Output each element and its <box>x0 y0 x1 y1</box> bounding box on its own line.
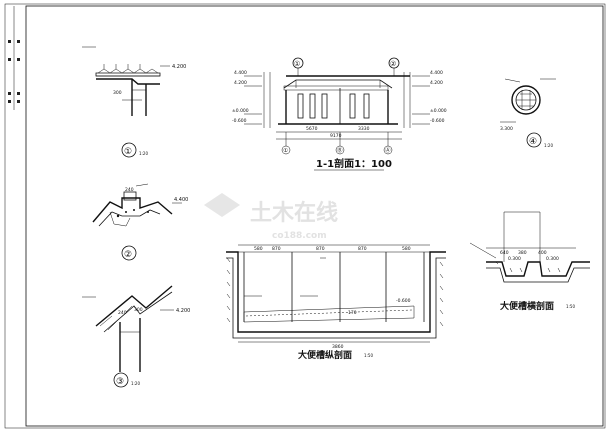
detail-2-drawing <box>92 183 182 227</box>
trans-dim-2: 380 <box>518 250 527 256</box>
transverse-scale: 1:50 <box>566 304 575 309</box>
long-dim-1: 580 <box>254 246 263 252</box>
s-left-base: -0.600 <box>232 118 247 124</box>
longitudinal-title: 大便槽纵剖面 <box>298 349 352 361</box>
long-dim-total: 3860 <box>332 344 344 350</box>
d4-elev: 3.300 <box>500 126 513 132</box>
axis-b: Ⓑ <box>337 146 343 154</box>
d4-callout-circle <box>526 132 542 148</box>
s-dim-bay2: 3330 <box>358 126 370 132</box>
long-elev-right: -0.600 <box>396 298 411 304</box>
section-1-1-title: 1-1剖面1：100 <box>316 157 392 170</box>
s-dim-bay1: 5670 <box>306 126 318 132</box>
axis-1-circle <box>281 145 291 155</box>
d2-callout-circle <box>121 245 137 261</box>
s-dim-total: 9170 <box>330 133 342 139</box>
s-right-mid: 4.200 <box>430 80 443 86</box>
outer-border <box>4 3 606 429</box>
long-dim-mid: 170 <box>348 310 357 316</box>
long-dim-4: 870 <box>358 246 367 252</box>
d2-dim: 240 <box>125 187 134 193</box>
s-right-base: -0.600 <box>430 118 445 124</box>
transverse-section-drawing <box>469 211 590 283</box>
s-right-top: 4.400 <box>430 70 443 76</box>
trans-dim-1: 640 <box>500 250 509 256</box>
axis-a: Ⓐ <box>385 146 391 154</box>
trans-elev-left: 0.300 <box>508 256 521 262</box>
d3-elev: 4.200 <box>176 308 190 314</box>
detail-4-drawing <box>500 78 556 123</box>
section-top-mark-b-circle <box>388 57 400 69</box>
d1-callout-circle <box>121 142 137 158</box>
d3-callout-circle <box>113 372 129 388</box>
s-left-low: ±0.000 <box>232 108 249 114</box>
long-dim-2: 870 <box>272 246 281 252</box>
axis-1: ① <box>283 148 288 154</box>
section-top-mark-a: ① <box>294 60 300 68</box>
long-dim-3: 870 <box>316 246 325 252</box>
axis-b-circle <box>335 145 345 155</box>
d4-scale: 1:20 <box>544 143 553 148</box>
detail-3-drawing <box>82 285 174 372</box>
long-dim-5: 580 <box>402 246 411 252</box>
d4-mark: ④ <box>529 137 537 147</box>
d2-elev: 4.400 <box>174 197 188 203</box>
d3-dim-1: 240 <box>118 310 127 316</box>
longitudinal-section-drawing <box>226 244 446 343</box>
d1-mark: ① <box>124 147 132 157</box>
axis-a-circle <box>383 145 393 155</box>
d3-dim-2: 300 <box>134 307 143 313</box>
transverse-title: 大便槽横剖面 <box>500 300 554 312</box>
watermark-brand: 土木在线 <box>250 200 338 226</box>
trans-dim-3: 400 <box>538 250 547 256</box>
d1-dim: 300 <box>113 90 122 96</box>
s-right-low: ±0.000 <box>430 108 447 114</box>
d2-mark: ② <box>124 250 132 260</box>
detail-1-drawing <box>82 46 170 116</box>
inner-border <box>25 5 604 427</box>
watermark-site: co188.com <box>272 231 327 241</box>
d3-scale: 1:20 <box>131 381 140 386</box>
section-1-1-drawing <box>244 68 430 146</box>
watermark: 土木在线 co188.com <box>204 193 338 241</box>
longitudinal-scale: 1:50 <box>364 353 373 358</box>
s-left-mid: 4.200 <box>234 80 247 86</box>
d1-elev-top: 4.200 <box>172 64 186 70</box>
s-left-top: 4.400 <box>234 70 247 76</box>
trans-elev-right: 0.300 <box>546 256 559 262</box>
section-top-mark-b: ② <box>390 60 396 68</box>
title-strip-marks <box>8 40 20 103</box>
section-top-mark-a-circle <box>292 57 304 69</box>
d3-mark: ③ <box>116 377 124 387</box>
d1-scale: 1:20 <box>139 151 148 156</box>
